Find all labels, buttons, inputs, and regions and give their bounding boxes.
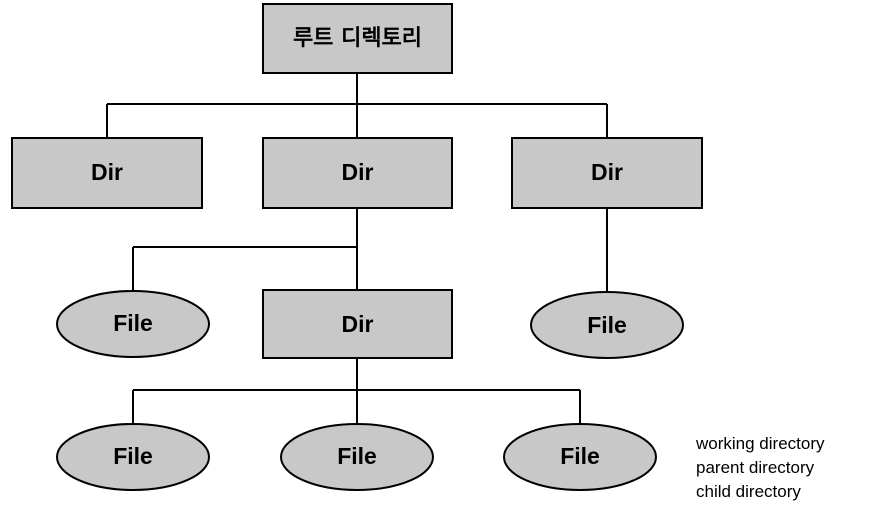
file-node-bottom-3-label: File <box>560 443 600 469</box>
root-node: 루트 디렉토리 <box>262 3 453 74</box>
dir-node-sub-label: Dir <box>342 311 374 337</box>
file-node-bottom-3: File <box>503 423 657 491</box>
connector-lines <box>106 73 608 424</box>
dir-node-left: Dir <box>11 137 203 209</box>
dir-node-left-label: Dir <box>91 159 123 185</box>
dir-node-mid: Dir <box>262 137 453 209</box>
legend-item-working-directory: working directory <box>696 434 825 453</box>
file-node-bottom-2-label: File <box>337 443 377 469</box>
root-node-label: 루트 디렉토리 <box>293 26 422 51</box>
file-node-mid-left-label: File <box>113 310 153 336</box>
legend-item-parent-directory: parent directory <box>696 458 815 477</box>
legend: working directory parent directory child… <box>696 432 825 504</box>
dir-node-right-label: Dir <box>591 159 623 185</box>
file-node-right: File <box>530 291 684 359</box>
dir-node-sub: Dir <box>262 289 453 359</box>
file-node-mid-left: File <box>56 290 210 358</box>
dir-node-right: Dir <box>511 137 703 209</box>
file-node-bottom-1: File <box>56 423 210 491</box>
file-node-right-label: File <box>587 312 627 338</box>
file-node-bottom-2: File <box>280 423 434 491</box>
dir-node-mid-label: Dir <box>342 159 374 185</box>
file-node-bottom-1-label: File <box>113 443 153 469</box>
legend-item-child-directory: child directory <box>696 482 801 501</box>
